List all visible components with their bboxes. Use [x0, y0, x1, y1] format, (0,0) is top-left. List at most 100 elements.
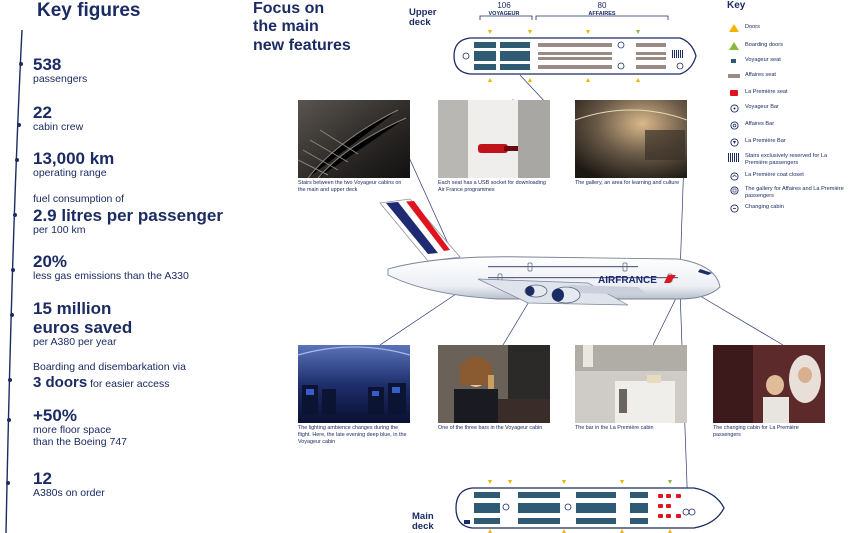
door-triangle-icon — [508, 480, 512, 484]
stairs-icon — [672, 50, 683, 58]
affaires-seat-block — [538, 43, 666, 69]
fact-value: 15 million — [33, 299, 112, 318]
affaires-bar-icon — [617, 41, 625, 49]
voyageur-bar-icon — [462, 52, 470, 60]
windows-upper — [488, 266, 638, 268]
key-item-label: Voyageur seat — [745, 57, 781, 63]
stairs-icon — [464, 520, 470, 524]
main-deck-label-line: deck — [412, 521, 434, 533]
fact-label: cabin crew — [33, 121, 84, 134]
photo-gallery — [575, 100, 687, 178]
photo-la-premiere-bar — [575, 345, 687, 423]
main-deck-plan — [455, 480, 725, 533]
photo-voyageur-bar — [438, 345, 550, 423]
voyageur-bar-icon — [564, 503, 572, 511]
la-premiere-seat-block — [658, 494, 681, 518]
focus-title-line: new features — [253, 36, 351, 54]
fact-doors: Boarding and disembarkation via 3 doors … — [33, 361, 186, 392]
fact-orders: 12 A380s on order — [33, 469, 105, 500]
door-triangle-icon — [488, 78, 492, 82]
fact-label: passengers — [33, 73, 88, 86]
key-item: Changing cabin — [728, 203, 848, 213]
focus-title-line: the main — [253, 18, 319, 36]
focus-title: Focus on the main new features — [253, 0, 383, 55]
fact-value: 3 doors — [33, 373, 88, 391]
photo-caption: The bar in the La Première cabin — [575, 425, 654, 431]
a380-aircraft: AIRFRANCE — [379, 198, 721, 306]
la-premiere-bar-icon — [729, 137, 739, 147]
key-item: Affaires Bar — [728, 120, 848, 130]
key-item: La Première coat closet — [728, 171, 848, 181]
fact-label: less gas emissions than the A330 — [33, 270, 189, 283]
door-triangle-icon — [488, 529, 492, 533]
fact-label: per 100 km — [33, 223, 86, 236]
fact-value: 13,000 km — [33, 149, 115, 168]
key-item-label: Boarding doors — [745, 42, 783, 48]
key-item-label: La Première seat — [745, 89, 788, 95]
voyageur-seat-block — [474, 492, 648, 524]
fact-prefix: Boarding and disembarkation via — [33, 361, 186, 373]
key-item-label: The gallery for Affaires and La Première… — [745, 186, 844, 199]
main-deck-label: Main deck — [412, 511, 434, 533]
wing-root — [568, 285, 648, 295]
fact-prefix: fuel consumption of — [33, 193, 125, 205]
key-item-label: Changing cabin — [745, 204, 784, 210]
key-item-label: Voyageur Bar — [745, 104, 779, 110]
fact-suffix: for easier access — [87, 377, 170, 390]
photo-caption: The gallery, an area for learning and cu… — [575, 180, 680, 186]
airline-livery: AIRFRANCE — [598, 275, 657, 286]
key-figures-title: Key figures — [37, 0, 141, 21]
cockpit-windows — [698, 269, 712, 275]
key-item: Voyageur Bar — [728, 103, 848, 113]
boarding-door-triangle-icon — [636, 30, 640, 34]
door-triangle-icon — [620, 480, 624, 484]
fact-emissions: 20% less gas emissions than the A330 — [33, 252, 189, 283]
engines — [524, 284, 581, 304]
affaires-label: AFFAIRES — [588, 11, 616, 17]
photo-voyageur-cabin-lighting — [298, 345, 410, 423]
affaires-bar-icon — [729, 120, 739, 130]
fact-value: 22 — [33, 103, 52, 122]
fact-label-2: than the Boeing 747 — [33, 435, 127, 448]
upper-deck-label-line: Upper — [409, 7, 437, 18]
upper-deck-brackets — [479, 15, 669, 20]
affaires-count: 80 — [598, 1, 607, 10]
door-triangle-icon — [528, 78, 532, 82]
voyageur-bar-icon — [502, 503, 510, 511]
photo-caption: Stairs between the two Voyageur cabins o… — [298, 180, 402, 193]
fact-fuel: fuel consumption of 2.9 litres per passe… — [33, 193, 223, 237]
key-item-label: Affaires Bar — [745, 121, 775, 127]
key-item-label: Affaires seat — [745, 72, 776, 78]
fact-cabin-crew: 22 cabin crew — [33, 103, 83, 134]
key-title: Key — [727, 0, 746, 11]
main-deck-label-line: Main — [412, 511, 434, 522]
door-triangle-icon — [636, 78, 640, 82]
focus-title-line: Focus on — [253, 0, 325, 17]
changing-cabin-icon — [676, 62, 684, 70]
fact-savings: 15 million euros saved per A380 per year — [33, 299, 132, 349]
key-item: Voyageur seat — [728, 57, 848, 65]
door-triangle-icon — [586, 30, 590, 34]
photo-caption: The lighting ambience changes during the… — [298, 425, 407, 445]
gallery-icon — [617, 62, 625, 70]
door-triangle-icon — [488, 30, 492, 34]
door-triangle-icon — [528, 30, 532, 34]
key-item-label: Doors — [745, 24, 760, 30]
boarding-door-triangle-icon — [668, 480, 672, 484]
fact-label: operating range — [33, 167, 107, 180]
tail-stripe-red — [406, 201, 450, 251]
upper-deck-label-line: deck — [409, 17, 431, 29]
changing-cabin-icon — [729, 203, 739, 213]
door-triangle-icon — [729, 24, 739, 32]
voyageur-bar-icon — [729, 103, 739, 113]
upper-deck-label: Upper deck — [409, 7, 437, 29]
tail-stripe-blue — [386, 202, 438, 254]
voyageur-seat-block — [474, 42, 530, 70]
fact-floor-space: +50% more floor space than the Boeing 74… — [33, 406, 127, 449]
coat-closet-icon — [729, 171, 739, 181]
la-premiere-seat-icon — [730, 90, 738, 96]
door-triangle-icon — [586, 78, 590, 82]
key-item: Stairs exclusively reserved for La Premi… — [728, 152, 848, 167]
photo-caption: The changing cabin for La Première passe… — [713, 425, 799, 438]
key-item: La Première Bar — [728, 137, 848, 147]
